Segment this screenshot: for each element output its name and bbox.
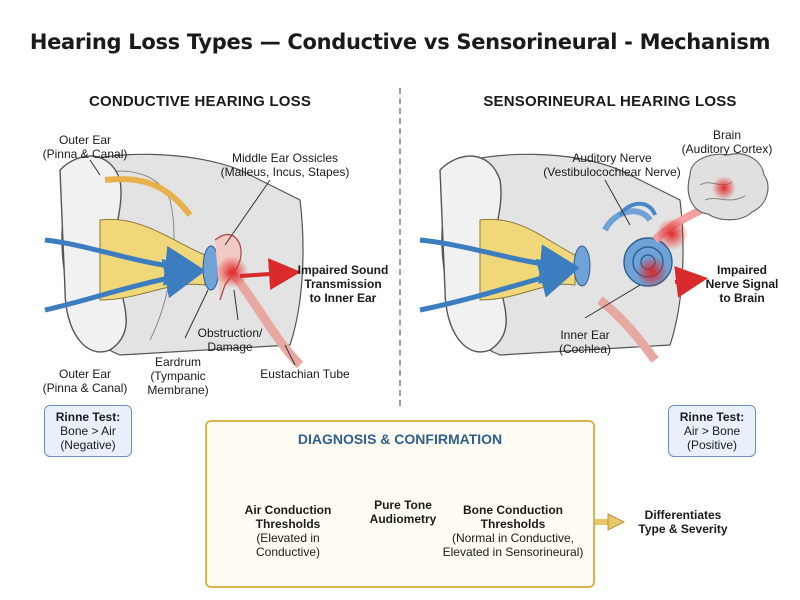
brain-label: Brain (Auditory Cortex) — [681, 128, 773, 156]
rinne-test-conductive: Rinne Test: Bone > Air (Negative) — [44, 405, 132, 457]
eardrum-label: Eardrum (Tympanic Membrane) — [147, 355, 209, 397]
impaired-nerve-label: Impaired Nerve Signal to Brain — [705, 263, 779, 305]
section-divider — [399, 88, 401, 406]
obstruction-label: Obstruction/ Damage — [197, 326, 263, 354]
air-conduction-label: Air Conduction Thresholds (Elevated in C… — [244, 503, 332, 559]
differentiates-label: Differentiates Type & Severity — [638, 508, 728, 536]
inner-ear-label: Inner Ear (Cochlea) — [558, 328, 612, 356]
conductive-ear-illustration — [44, 153, 304, 369]
outer-ear-label-bottom: Outer Ear (Pinna & Canal) — [42, 367, 128, 395]
ossicles-label: Middle Ear Ossicles (Malleus, Incus, Sta… — [220, 151, 350, 179]
rinne-test-sensorineural: Rinne Test: Air > Bone (Positive) — [668, 405, 756, 457]
outer-ear-label-top: Outer Ear (Pinna & Canal) — [42, 133, 128, 161]
leader-lines — [89, 159, 641, 366]
diagnosis-box — [205, 420, 595, 588]
sensorineural-heading: SENSORINEURAL HEARING LOSS — [483, 93, 737, 110]
diagnosis-title: DIAGNOSIS & CONFIRMATION — [297, 431, 503, 447]
eustachian-label: Eustachian Tube — [260, 367, 350, 381]
sensorineural-ear-illustration — [419, 153, 769, 363]
bone-conduction-label: Bone Conduction Thresholds (Normal in Co… — [442, 503, 584, 559]
auditory-nerve-label: Auditory Nerve (Vestibulocochlear Nerve) — [543, 151, 681, 179]
pure-tone-audiometry-label: Pure Tone Audiometry — [369, 498, 437, 526]
conductive-heading: CONDUCTIVE HEARING LOSS — [88, 93, 312, 110]
impaired-sound-label: Impaired Sound Transmission to Inner Ear — [297, 263, 389, 305]
page-title: Hearing Loss Types — Conductive vs Senso… — [29, 30, 771, 54]
